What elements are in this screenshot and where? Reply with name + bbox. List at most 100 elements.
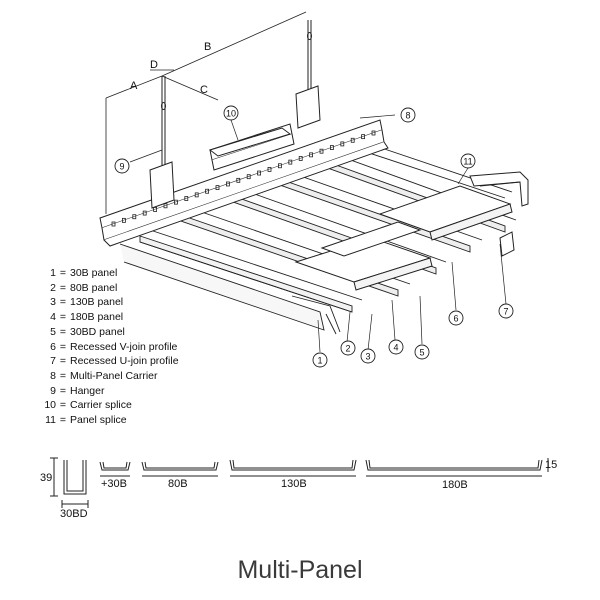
diagram-caption: Multi-Panel [237, 556, 363, 584]
dimension-label-a: A [130, 80, 138, 92]
callout-circle [448, 310, 464, 326]
profile-30bd-height: 39 [40, 472, 52, 484]
callout-number: 4 [393, 343, 398, 353]
hanger [149, 20, 321, 209]
carrier-tooth [111, 221, 116, 227]
callout-circle [360, 348, 376, 364]
callout-number: 9 [119, 162, 124, 172]
profile-130b-label: 130B [281, 478, 307, 490]
carrier-tooth [277, 163, 282, 169]
carrier-tooth [288, 159, 293, 165]
carrier-tooth [371, 130, 376, 136]
leader-lines [129, 114, 507, 353]
callout-number: 10 [226, 109, 236, 119]
carrier-tooth [225, 181, 230, 187]
callout-7: 7 [498, 303, 514, 319]
profile-sections [50, 457, 549, 508]
legend-equals: = [59, 384, 67, 397]
callout-circle [114, 158, 130, 174]
legend-item: 10=Carrier splice [42, 398, 179, 413]
carrier-tooth [350, 137, 355, 143]
callout-5: 5 [414, 344, 430, 360]
callout-10: 10 [223, 105, 239, 121]
callout-8: 8 [400, 107, 416, 123]
dimension-lines [105, 11, 307, 214]
legend-number: 3 [50, 296, 56, 309]
callout-circle [312, 352, 328, 368]
carrier-tooth [142, 210, 147, 216]
legend-equals: = [59, 355, 67, 368]
legend-item: 7=Recessed U-join profile [42, 354, 179, 369]
callout-2: 2 [340, 340, 356, 356]
dimension-label-d: D [150, 59, 158, 71]
callout-circle [223, 105, 239, 121]
legend-number: 9 [50, 384, 56, 397]
legend-number: 11 [45, 414, 56, 427]
legend-text: 180B panel [70, 311, 124, 324]
carrier-tooth [309, 152, 314, 158]
carrier-tooth [361, 134, 366, 140]
legend-text: Multi-Panel Carrier [70, 369, 158, 382]
carrier-tooth [215, 185, 220, 191]
carrier-tooth [329, 145, 334, 150]
legend-equals: = [59, 414, 67, 427]
legend-number: 4 [50, 311, 56, 324]
callout-11: 11 [460, 153, 476, 169]
legend-number: 7 [50, 355, 56, 368]
carrier-tooth [153, 207, 158, 212]
legend-item: 9=Hanger [42, 384, 179, 399]
legend-item: 8=Multi-Panel Carrier [42, 369, 179, 384]
carrier-tooth [267, 166, 272, 172]
callout-number: 3 [365, 352, 370, 362]
profile-80b-label: 80B [168, 478, 188, 490]
legend-equals: = [59, 296, 67, 309]
carrier-teeth [111, 130, 376, 227]
dimension-label-b: B [204, 41, 211, 53]
splices [208, 127, 529, 291]
carrier-tooth [122, 217, 126, 223]
callout-1: 1 [312, 352, 328, 368]
carrier-tooth [236, 177, 241, 183]
callout-number: 6 [453, 314, 458, 324]
callout-circle [400, 107, 416, 123]
legend-text: 30B panel [70, 267, 118, 279]
legend-number: 8 [50, 369, 56, 382]
legend-item: 11=Panel splice [42, 413, 179, 428]
carrier-tooth [184, 196, 189, 201]
profile-180b-label: 180B [442, 479, 468, 491]
profile-30bd-label: 30BD [60, 508, 88, 520]
callout-number: 7 [503, 307, 508, 317]
carrier-tooth [173, 199, 178, 205]
callout-9: 9 [114, 158, 130, 174]
profile-30b-label: +30B [101, 478, 127, 490]
callout-circle [498, 303, 514, 319]
legend-text: 130B panel [70, 296, 124, 309]
callout-number: 11 [463, 157, 472, 167]
carrier-tooth [298, 156, 303, 161]
carrier-tooth [319, 148, 324, 154]
legend-item: 4=180B panel [42, 310, 179, 325]
callout-6: 6 [448, 310, 464, 326]
legend-number: 5 [50, 325, 56, 338]
legend-item: 3=130B panel [42, 295, 179, 310]
legend-text: Recessed U-join profile [70, 355, 179, 368]
legend-number: 6 [50, 340, 56, 353]
legend-equals: = [59, 369, 67, 382]
carrier-tooth [194, 192, 199, 198]
legend-item: 2=80B panel [42, 281, 179, 296]
carrier-tooth [205, 188, 210, 194]
carrier-tooth [163, 203, 168, 209]
legend-item: 5=30BD panel [42, 325, 179, 340]
callout-circle [388, 339, 404, 355]
carrier-tooth [132, 214, 137, 220]
legend-number: 1 [50, 267, 56, 279]
legend-number: 10 [44, 399, 56, 412]
legend-equals: = [59, 325, 67, 338]
legend-item: 6=Recessed V-join profile [42, 340, 179, 355]
callouts: 123 4 5 6 7 8 9 10 11 [114, 105, 514, 368]
callout-circle [414, 344, 430, 360]
legend-equals: = [59, 399, 67, 412]
callout-circle [460, 153, 476, 169]
callout-circle [340, 340, 356, 356]
